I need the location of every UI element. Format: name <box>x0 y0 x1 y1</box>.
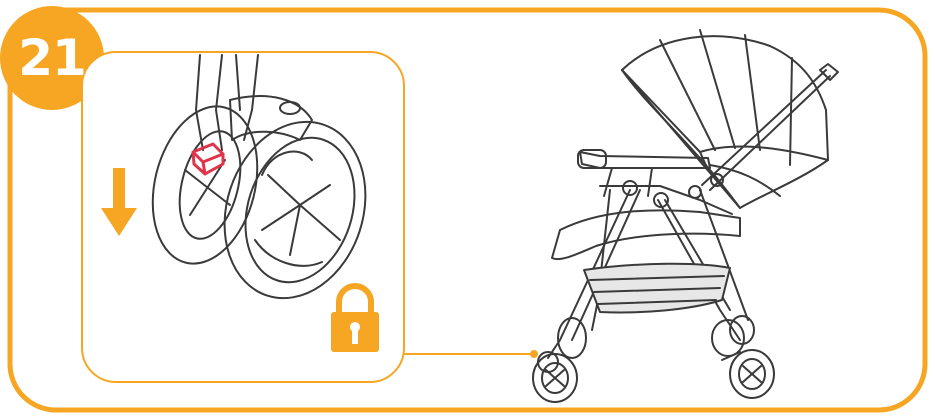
stroller-illustration <box>533 30 838 402</box>
step-number: 21 <box>0 8 104 108</box>
leader-line <box>404 350 538 358</box>
